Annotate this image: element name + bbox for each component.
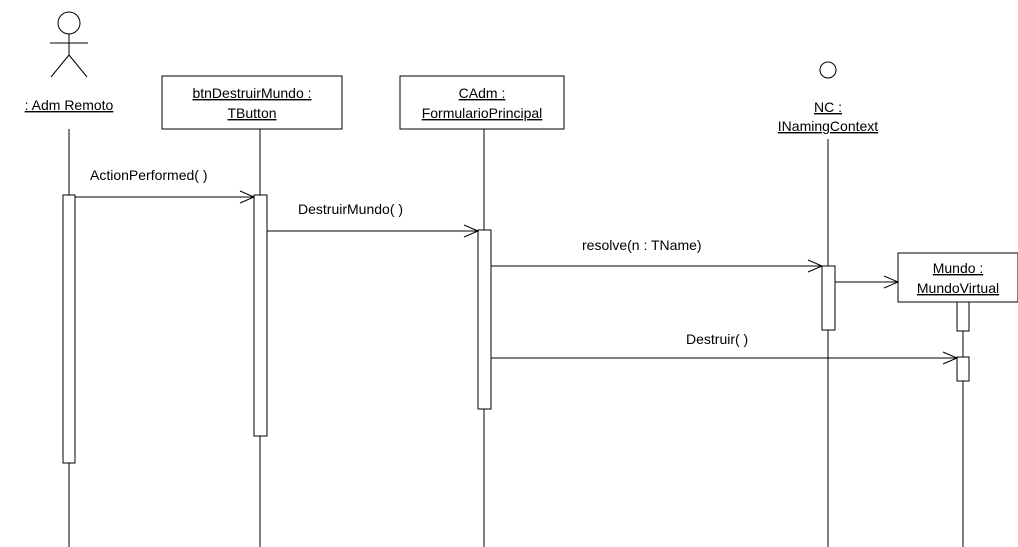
object-label-line2: TButton: [227, 105, 276, 121]
actor-adm-remoto: : Adm Remoto: [25, 11, 114, 113]
activation-btn-destruir-mundo: [253, 194, 268, 437]
message-label: resolve(n : TName): [582, 237, 702, 253]
arrow-head-icon: [883, 275, 900, 289]
activation-cadm: [477, 229, 492, 410]
arrow-head-icon: [239, 190, 256, 204]
arrow-head-icon: [942, 351, 959, 365]
arrow-head-icon: [463, 224, 480, 238]
message-destruir: Destruir( ): [491, 331, 959, 365]
message-destruir-mundo: DestruirMundo( ): [267, 201, 480, 238]
object-box: [399, 75, 565, 130]
message-label: ActionPerformed( ): [90, 167, 207, 183]
message-resolve: resolve(n : TName): [491, 237, 824, 273]
message-create-mundo: [835, 275, 900, 289]
arrow-head-icon: [807, 259, 824, 273]
activation-mundo-1: [956, 301, 970, 332]
actor-left-leg: [50, 54, 70, 78]
activation-adm-remoto: [62, 194, 76, 464]
activation-nc: [821, 265, 836, 331]
actor-label: : Adm Remoto: [25, 97, 114, 113]
object-label-line2: FormularioPrincipal: [422, 105, 543, 121]
interface-label-line2: INamingContext: [778, 118, 878, 134]
interface-label-line1: NC :: [814, 99, 842, 115]
actor-head: [57, 11, 81, 35]
message-label: Destruir( ): [686, 331, 748, 347]
object-cadm: CAdm : FormularioPrincipal: [399, 75, 565, 130]
interface-lollipop-icon: [819, 61, 837, 79]
object-label-line1: btnDestruirMundo :: [192, 85, 311, 101]
object-label-line1: CAdm :: [459, 85, 506, 101]
actor-right-leg: [68, 54, 88, 78]
object-box: [161, 75, 343, 130]
object-label-line2: MundoVirtual: [917, 280, 999, 296]
message-action-performed: ActionPerformed( ): [75, 167, 256, 204]
object-mundo: Mundo : MundoVirtual: [897, 252, 1018, 303]
interface-nc: NC : INamingContext: [778, 61, 878, 134]
activation-mundo-2: [956, 356, 970, 382]
message-label: DestruirMundo( ): [298, 201, 403, 217]
object-label-line1: Mundo :: [933, 260, 984, 276]
object-box: [897, 252, 1018, 303]
object-btn-destruir-mundo: btnDestruirMundo : TButton: [161, 75, 343, 130]
